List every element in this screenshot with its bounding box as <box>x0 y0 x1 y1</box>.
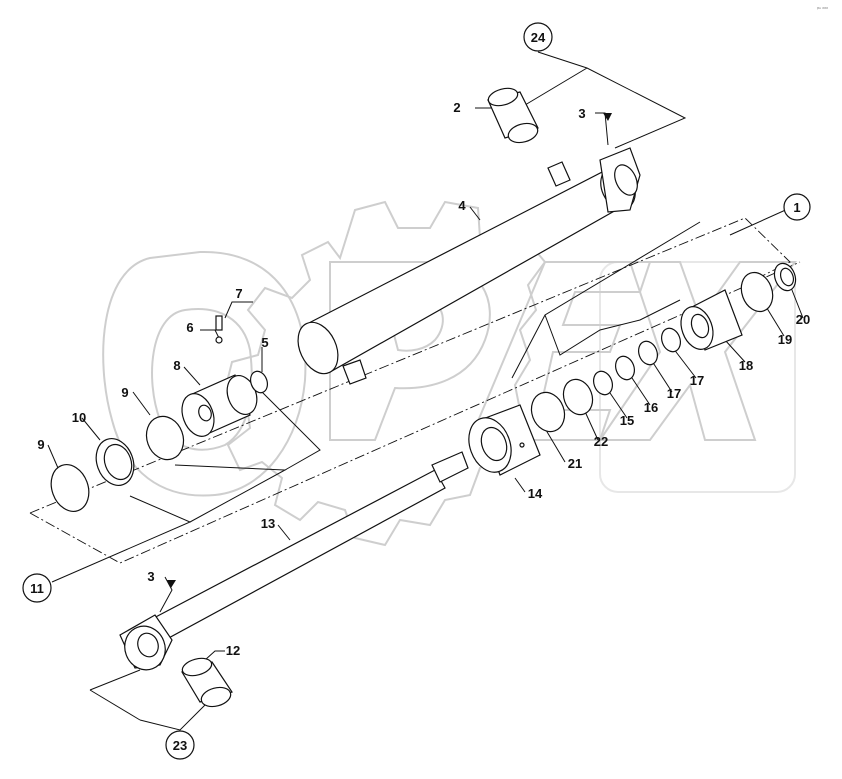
callout-16: 16 <box>644 400 658 415</box>
callout-8: 8 <box>173 358 180 373</box>
ball-and-pin <box>215 315 223 344</box>
callout-14: 14 <box>528 486 543 501</box>
ring-22 <box>562 378 594 416</box>
callout-5: 5 <box>261 335 268 350</box>
ring-20 <box>773 262 797 292</box>
callout-4: 4 <box>458 198 466 213</box>
corner-mark: ᵖⁿ ᵒᵒᵒ <box>817 6 828 12</box>
ring-19 <box>740 271 774 313</box>
callout-circle-1 <box>783 193 811 221</box>
callout-11: 11 <box>30 581 44 596</box>
piston-rod <box>119 451 469 671</box>
callout-9-left: 9 <box>37 437 44 452</box>
callout-9-right: 9 <box>121 385 128 400</box>
callout-3-top: 3 <box>578 106 585 121</box>
ring-10 <box>95 438 135 486</box>
callout-20: 20 <box>796 312 810 327</box>
callout-7: 7 <box>235 286 242 301</box>
marker-triangle-top <box>603 113 612 121</box>
ring-9-right <box>145 415 185 461</box>
callout-circle-24 <box>523 22 553 52</box>
callout-2: 2 <box>453 100 460 115</box>
gland-nut <box>468 404 541 476</box>
callout-19: 19 <box>778 332 792 347</box>
callout-22: 22 <box>594 434 608 449</box>
cylinder-head <box>680 289 743 351</box>
marker-triangle-bottom <box>167 580 176 588</box>
callout-10: 10 <box>72 410 86 425</box>
callout-circle-23 <box>165 730 195 760</box>
bushing-top <box>487 87 539 144</box>
ring-17a <box>637 340 659 366</box>
callout-17-left: 17 <box>667 386 681 401</box>
callout-23: 23 <box>173 738 187 753</box>
callout-15: 15 <box>620 413 634 428</box>
assembly-boundary <box>29 217 801 564</box>
callout-3-bottom: 3 <box>147 569 154 584</box>
piston <box>181 374 258 437</box>
ring-17b <box>660 327 682 353</box>
ring-5 <box>249 370 269 394</box>
ring-15 <box>592 370 614 396</box>
bushing-bottom <box>181 657 233 708</box>
ring-16 <box>614 355 636 381</box>
callout-18: 18 <box>739 358 753 373</box>
ring-21 <box>530 391 566 433</box>
callout-6: 6 <box>186 320 193 335</box>
callout-1: 1 <box>793 200 800 215</box>
callout-circle-11 <box>22 573 52 603</box>
callout-21: 21 <box>568 456 582 471</box>
callout-12: 12 <box>226 643 240 658</box>
callout-13: 13 <box>261 516 275 531</box>
cylinder-barrel <box>297 147 641 385</box>
ring-9-left <box>50 464 90 512</box>
callout-17-right: 17 <box>690 373 704 388</box>
callout-24: 24 <box>531 30 546 45</box>
